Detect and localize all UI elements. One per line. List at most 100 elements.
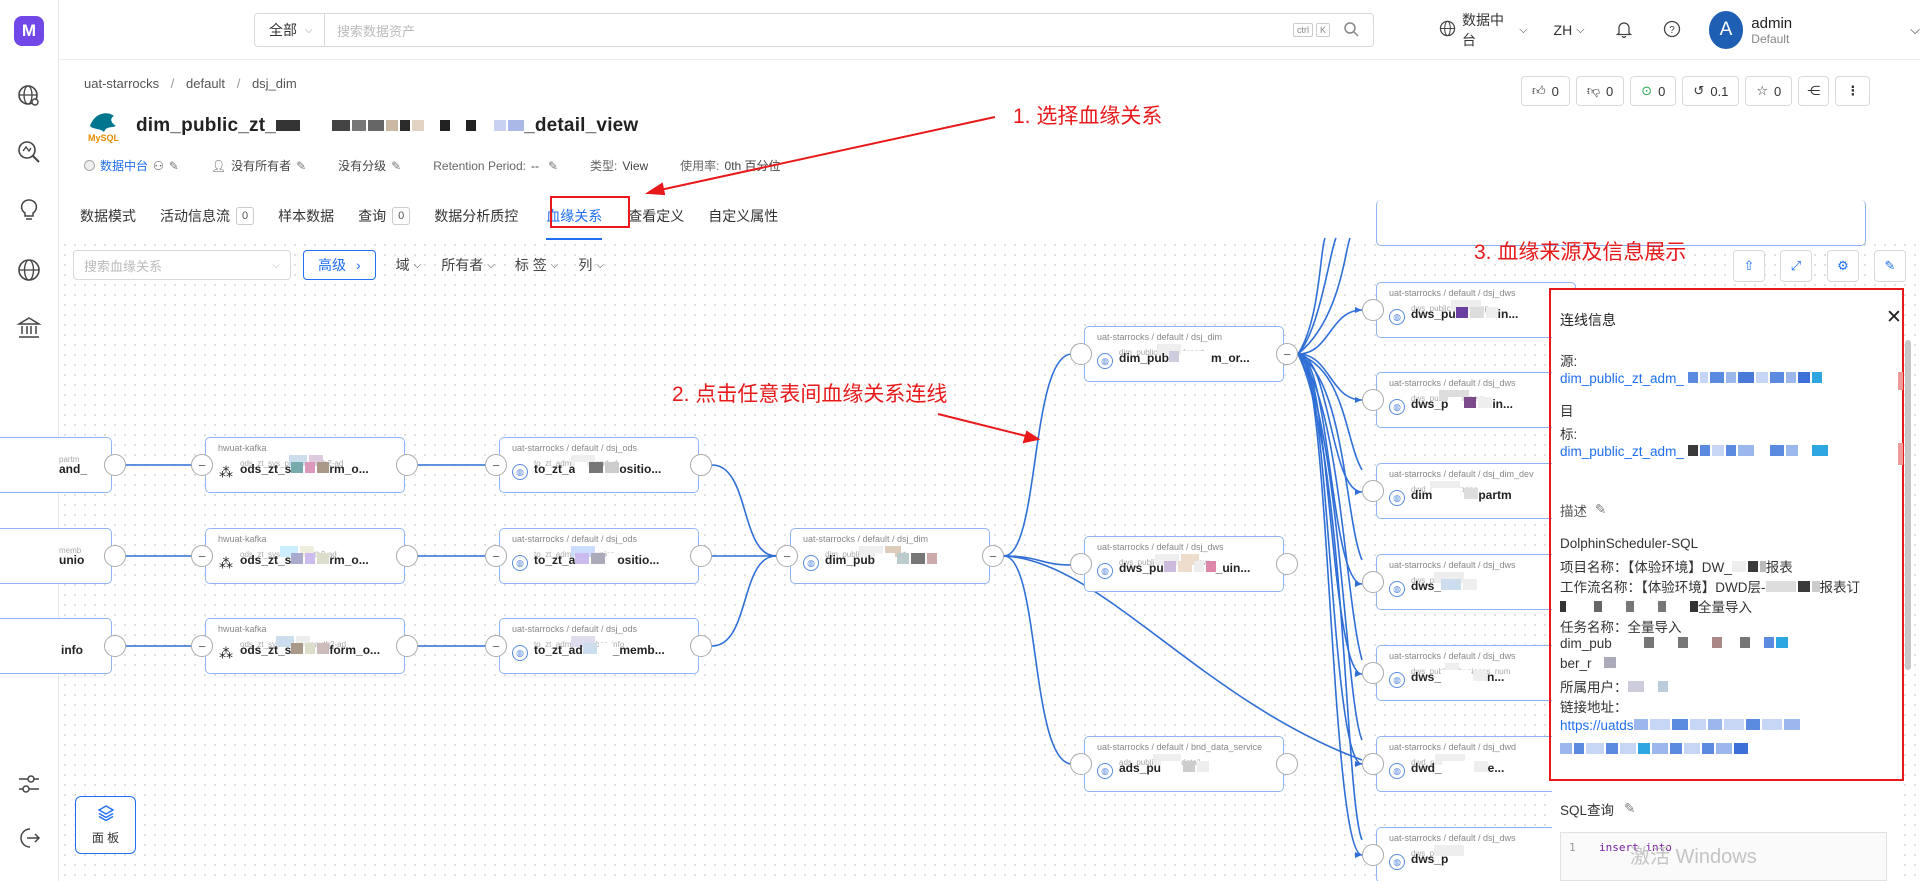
lineage-node[interactable]: uat-starrocks / default / dsj_dim dim_pu… bbox=[1084, 326, 1284, 382]
tab-sample-data[interactable]: 样本数据 bbox=[278, 200, 334, 232]
expand-toggle[interactable] bbox=[690, 635, 712, 657]
collapse-toggle[interactable]: − bbox=[485, 635, 507, 657]
lineage-node[interactable]: memb unio bbox=[0, 528, 112, 584]
expand-toggle[interactable] bbox=[1276, 553, 1298, 575]
tab-custom-properties[interactable]: 自定义属性 bbox=[708, 200, 778, 232]
edit-icon[interactable]: ✎ bbox=[547, 158, 559, 173]
collapse-toggle[interactable]: − bbox=[191, 545, 213, 567]
lineage-node[interactable]: uat-starrocks / default / dsj_dws dws_pu… bbox=[1376, 645, 1576, 701]
lineage-node[interactable]: uat-starrocks / default / dsj_dim_dev dw… bbox=[1376, 463, 1576, 519]
dislike-button[interactable]: 👎︎0 bbox=[1575, 76, 1625, 106]
export-button[interactable]: ⇧ bbox=[1733, 250, 1765, 282]
search-icon[interactable] bbox=[1343, 21, 1359, 40]
lineage-node[interactable]: uat-starrocks / default / dsj_ods to_zt_… bbox=[499, 437, 699, 493]
share-button[interactable]: ⋲ bbox=[1798, 76, 1830, 106]
expand-toggle[interactable] bbox=[1070, 753, 1092, 775]
lineage-node-kafka[interactable]: hwuat-kafka ods_zt_sypauth2-ad ⁂ ods_zt_… bbox=[205, 618, 405, 674]
expand-toggle[interactable] bbox=[1362, 844, 1384, 866]
edit-icon[interactable]: ✎ bbox=[1624, 801, 1636, 816]
domains-globe-icon[interactable] bbox=[13, 254, 45, 286]
fullscreen-button[interactable]: ⤢ bbox=[1780, 250, 1812, 282]
expand-toggle[interactable] bbox=[1362, 480, 1384, 502]
tab-profiler[interactable]: 数据分析质控 bbox=[434, 200, 518, 232]
governance-bank-icon[interactable] bbox=[13, 312, 45, 344]
expand-toggle[interactable] bbox=[1362, 662, 1384, 684]
star-button[interactable]: ☆0 bbox=[1745, 76, 1793, 106]
panel-scrollbar[interactable] bbox=[1905, 340, 1911, 670]
lineage-node[interactable]: uat-starrocks / default / dsj_ods to_zt_… bbox=[499, 618, 699, 674]
expand-toggle[interactable] bbox=[1070, 553, 1092, 575]
breadcrumb-item[interactable]: default bbox=[186, 76, 226, 91]
filter-owner[interactable]: 所有者⌵ bbox=[441, 255, 495, 275]
settings-sliders-icon[interactable] bbox=[13, 768, 45, 800]
logout-icon[interactable] bbox=[13, 822, 45, 854]
avatar[interactable]: A bbox=[1708, 11, 1744, 49]
collapse-toggle[interactable]: − bbox=[191, 454, 213, 476]
edit-icon[interactable]: ✎ bbox=[1595, 502, 1607, 517]
app-logo[interactable]: M bbox=[14, 16, 44, 46]
expand-toggle[interactable] bbox=[1362, 571, 1384, 593]
filter-tag[interactable]: 标 签⌵ bbox=[515, 255, 558, 275]
filter-column[interactable]: 列⌵ bbox=[578, 255, 604, 275]
filter-domain[interactable]: 域⌵ bbox=[396, 255, 422, 275]
expand-toggle[interactable] bbox=[1362, 299, 1384, 321]
expand-toggle[interactable] bbox=[396, 545, 418, 567]
bell-icon[interactable] bbox=[1615, 20, 1633, 41]
lineage-node-kafka[interactable]: hwuat-kafka ods_zt_systh2-ad ⁂ ods_zt_sr… bbox=[205, 528, 405, 584]
collapse-toggle[interactable] bbox=[104, 545, 126, 567]
search-scope-select[interactable]: 全部 ⌵ bbox=[255, 14, 325, 46]
lineage-search-input[interactable]: 搜索血缘关系 ⌵ bbox=[73, 250, 291, 280]
lineage-node[interactable]: uat-starrocks / default / dsj_dws dws_p … bbox=[1376, 554, 1576, 610]
explore-globe-icon[interactable] bbox=[13, 80, 45, 112]
lineage-node-current[interactable]: uat-starrocks / default / dsj_dim dim_pu… bbox=[790, 528, 990, 584]
help-icon[interactable]: ? bbox=[1663, 20, 1681, 41]
collapse-toggle[interactable] bbox=[104, 454, 126, 476]
global-search[interactable]: 全部 ⌵ 搜索数据资产 ctrl K bbox=[254, 13, 1374, 47]
expand-toggle[interactable] bbox=[690, 454, 712, 476]
target-link[interactable]: dim_public_zt_adm_ bbox=[1560, 444, 1828, 459]
tier-meta[interactable]: 没有分级 ✎ bbox=[338, 157, 401, 174]
breadcrumb-item[interactable]: uat-starrocks bbox=[84, 76, 160, 91]
breadcrumb-item[interactable]: dsj_dim bbox=[251, 76, 297, 91]
close-icon[interactable]: ✕ bbox=[1886, 307, 1902, 328]
data-quality-icon[interactable] bbox=[13, 136, 45, 168]
collapse-toggle[interactable]: − bbox=[1276, 343, 1298, 365]
lineage-node[interactable]: uat-starrocks / default / dsj_dws dws_pu… bbox=[1376, 372, 1576, 428]
lineage-node[interactable]: uat-starrocks / default / dsj_dws dws_pu… bbox=[1084, 536, 1284, 592]
domain-value[interactable]: 数据中台 bbox=[100, 159, 149, 173]
collapse-toggle[interactable] bbox=[104, 635, 126, 657]
sql-editor[interactable]: 1 insert into bbox=[1560, 832, 1887, 881]
lineage-settings-button[interactable]: ⚙ bbox=[1827, 250, 1859, 282]
insights-bulb-icon[interactable] bbox=[13, 194, 45, 226]
collapse-toggle[interactable]: − bbox=[485, 454, 507, 476]
expand-toggle[interactable] bbox=[396, 454, 418, 476]
collapse-toggle[interactable]: − bbox=[776, 545, 798, 567]
like-button[interactable]: 👍︎0 bbox=[1521, 76, 1570, 106]
lineage-node[interactable]: uat-starrocks / default / dsj_dwd dwd_p … bbox=[1376, 736, 1576, 792]
expand-toggle[interactable] bbox=[1362, 753, 1384, 775]
source-link[interactable]: dim_public_zt_adm_ bbox=[1560, 371, 1822, 386]
version-button[interactable]: ↺0.1 bbox=[1682, 76, 1740, 106]
edit-icon[interactable]: ✎ bbox=[296, 158, 307, 173]
domain-selector[interactable]: 数据中台 bbox=[1462, 12, 1504, 48]
domain-meta[interactable]: 数据中台 ⚇ ✎ bbox=[84, 157, 179, 174]
advanced-button[interactable]: 高级 › bbox=[303, 250, 376, 280]
lineage-node[interactable]: uat-starrocks / default / dsj_dws dws_pu… bbox=[1376, 282, 1576, 338]
expand-toggle[interactable] bbox=[690, 545, 712, 567]
more-button[interactable]: ⋮ bbox=[1835, 76, 1871, 106]
expand-toggle[interactable] bbox=[1362, 389, 1384, 411]
collapse-toggle[interactable]: − bbox=[191, 635, 213, 657]
collapse-toggle[interactable]: − bbox=[982, 545, 1004, 567]
tab-view-definition[interactable]: 查看定义 bbox=[628, 200, 684, 232]
expand-toggle[interactable] bbox=[1070, 343, 1092, 365]
lineage-node[interactable]: partm and_ bbox=[0, 437, 112, 493]
chevron-down-icon[interactable]: ⌵ bbox=[1910, 22, 1920, 37]
language-selector[interactable]: ZH bbox=[1553, 22, 1573, 38]
lineage-node[interactable]: uat-starrocks / default / bnd_data_servi… bbox=[1084, 736, 1284, 792]
lineage-node[interactable] bbox=[1376, 200, 1866, 246]
retention-meta[interactable]: Retention Period: -- ✎ bbox=[433, 159, 558, 173]
owner-meta[interactable]: 👤︎ 没有所有者 ✎ bbox=[211, 157, 306, 174]
